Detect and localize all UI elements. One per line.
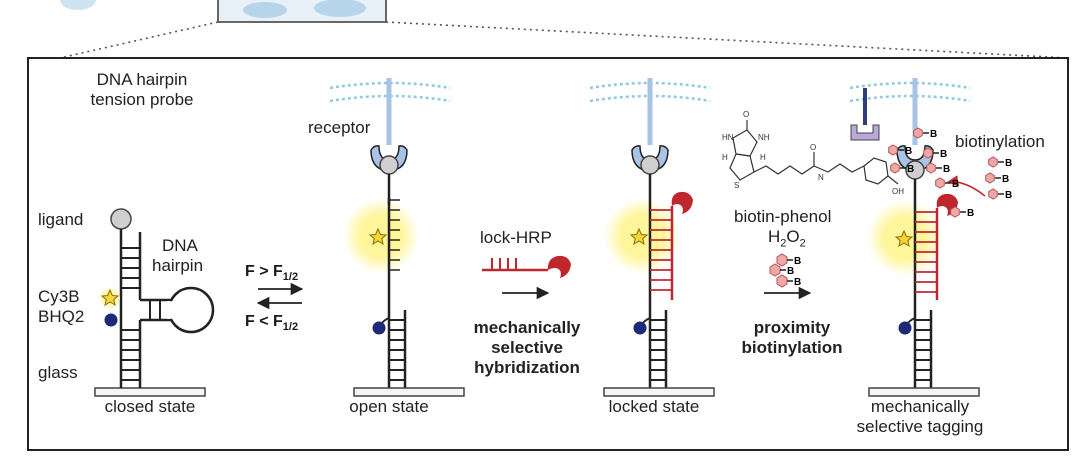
chem-n-label: N (818, 173, 824, 182)
biotin-phenol-atom-labels: O HN NH H H S O N OH (722, 110, 904, 196)
cy3b-label: Cy3B (38, 287, 80, 306)
chem-nh-label: NH (758, 133, 770, 142)
biotin-mark: B (1005, 158, 1012, 169)
biotin-mark: B (930, 129, 937, 140)
biotin-mark: B (1002, 174, 1009, 185)
step1-line-2: selective (491, 338, 563, 357)
cy3b-fluorophore-icon (100, 288, 120, 307)
biotin-tag: B (926, 162, 950, 175)
neighbor-receptor (850, 124, 880, 141)
glass-surface (353, 387, 465, 397)
biotin-tag: B (888, 144, 912, 157)
biotin-mark: B (943, 164, 950, 175)
hairpin-loop (167, 286, 215, 334)
receptor-label: receptor (308, 118, 371, 137)
equilibrium-arrows (256, 282, 304, 310)
step1-line-3: hybridization (474, 358, 580, 377)
biotin-tag: B (935, 177, 959, 190)
bhq2-quencher (633, 321, 647, 335)
open-state-probe (329, 78, 465, 397)
biotin-mark: B (967, 208, 974, 219)
step2-line-1: proximity (753, 318, 831, 337)
h2o2-label: H2O2 (768, 227, 806, 250)
glass-surface (94, 387, 206, 397)
step2-line-2: biotinylation (741, 338, 843, 357)
glass-label: glass (38, 363, 78, 382)
hrp-enzyme-icon (547, 255, 571, 278)
dna-hairpin-label-2: hairpin (152, 256, 204, 275)
biotin-mark: B (794, 277, 801, 288)
tagged-state-probe (849, 78, 986, 397)
biotin-phenol-icons: B B B (764, 253, 812, 300)
biotin-tag: B (988, 188, 1012, 201)
chem-o-label-2: O (810, 143, 816, 152)
cy3b-fluorophore-icon (894, 229, 914, 248)
chem-o-label: O (743, 110, 749, 119)
bhq2-label: BHQ2 (38, 307, 85, 326)
biotin-tag: B (890, 162, 914, 175)
glass-surface (868, 387, 980, 397)
tagged-state-label-2: selective tagging (856, 417, 984, 436)
cy3b-fluorophore-icon (629, 227, 649, 246)
step1-line-1: mechanically (473, 318, 581, 337)
force-forward-label: F > F1/2 (245, 263, 299, 284)
open-state-label: open state (349, 397, 429, 416)
closed-state-probe (94, 208, 215, 397)
biotinylation-label: biotinylation (955, 132, 1045, 151)
title-line-1: DNA hairpin (96, 70, 188, 89)
zoom-guide-left (59, 21, 219, 59)
lock-hrp-reagent (482, 255, 571, 300)
dna-hairpin-label-1: DNA (162, 236, 198, 255)
chem-hn-label: HN (722, 133, 734, 142)
biotin-mark: B (1005, 190, 1012, 201)
biotin-tag: B (950, 206, 974, 219)
bhq2-quencher (372, 321, 386, 335)
chem-oh-label: OH (892, 187, 904, 196)
cell-image-inset (60, 0, 387, 23)
biotin-mark: B (787, 266, 794, 277)
closed-state-label: closed state (104, 397, 196, 416)
biotin-tag: B (985, 172, 1009, 185)
tagged-state-label-1: mechanically (870, 397, 970, 416)
ligand-label: ligand (38, 210, 84, 229)
biotin-mark: B (905, 146, 912, 157)
zoom-guide-right (385, 21, 1069, 59)
locked-state-label: locked state (608, 397, 700, 416)
biotin-tag: B (988, 156, 1012, 169)
ligand-bead (110, 208, 132, 230)
bhq2-quencher (898, 321, 912, 335)
bhq2-quencher (104, 313, 118, 327)
biotin-mark: B (952, 179, 959, 190)
figure-frame (27, 57, 1069, 451)
biotin-phenol-label: biotin-phenol (734, 207, 832, 226)
biotin-phenol-structure (729, 120, 899, 185)
lock-hrp-label: lock-HRP (480, 228, 552, 247)
biotin-mark: B (907, 164, 914, 175)
biotin-mark: B (940, 149, 947, 160)
glass-surface (603, 387, 715, 397)
chem-s-label: S (734, 181, 739, 190)
locked-state-probe (589, 78, 715, 397)
title-line-2: tension probe (90, 90, 194, 109)
force-reverse-label: F < F1/2 (245, 313, 299, 334)
hrp-enzyme-icon (671, 191, 693, 214)
biotin-tag: B (913, 127, 937, 140)
biotin-tag: B (923, 147, 947, 160)
cy3b-fluorophore-icon (368, 227, 388, 246)
chem-h-label-1: H (722, 153, 728, 162)
chem-h-label-2: H (760, 153, 766, 162)
biotin-mark: B (794, 256, 801, 267)
